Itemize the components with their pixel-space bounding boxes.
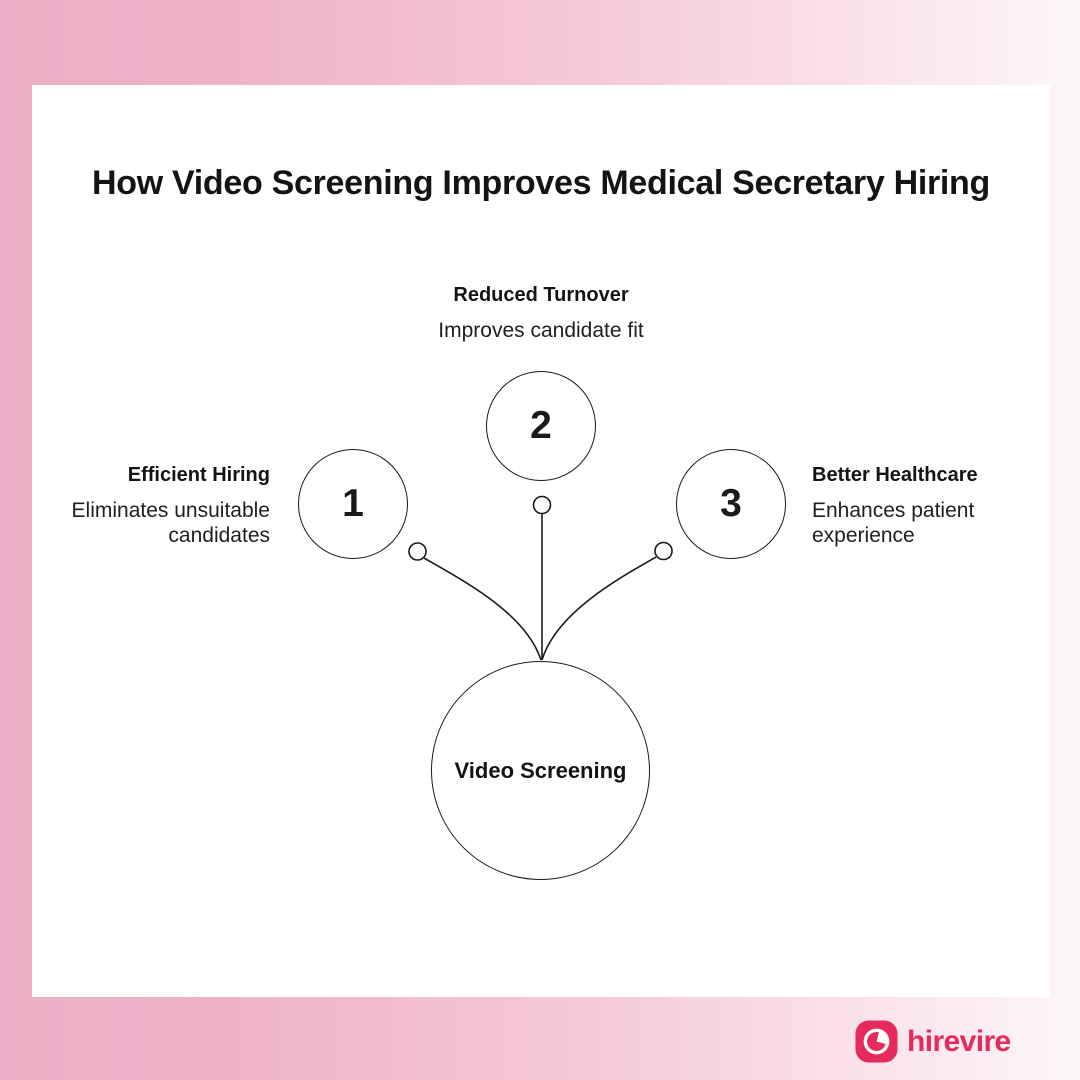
node-circle-1: 1	[298, 449, 408, 559]
connector-right	[541, 556, 657, 661]
node-desc-better-healthcare: Enhances patient experience	[812, 499, 975, 547]
node-circle-3: 3	[676, 449, 786, 559]
node-number-2: 2	[530, 404, 552, 447]
node-title-better-healthcare: Better Healthcare	[812, 464, 978, 486]
node-desc-efficient-hiring: Eliminates unsuitable candidates	[71, 499, 270, 547]
page-title: How Video Screening Improves Medical Sec…	[91, 164, 990, 202]
node-number-1: 1	[342, 482, 364, 525]
hirevire-logo: hirevire	[855, 1020, 1011, 1063]
node-title-efficient-hiring: Efficient Hiring	[127, 464, 270, 486]
connector-dot-center	[532, 495, 552, 515]
node-title-reduced-turnover: Reduced Turnover	[453, 284, 629, 306]
connector-dot-left	[408, 542, 427, 561]
hirevire-logo-icon	[855, 1020, 898, 1063]
node-number-3: 3	[720, 482, 742, 525]
connector-dot-right	[654, 541, 673, 561]
hirevire-wordmark: hirevire	[907, 1024, 1011, 1058]
node-circle-2: 2	[486, 371, 596, 481]
center-circle: Video Screening	[431, 661, 650, 880]
connector-left	[423, 557, 542, 661]
center-circle-label: Video Screening	[454, 757, 627, 783]
node-desc-reduced-turnover: Improves candidate fit	[438, 319, 644, 342]
